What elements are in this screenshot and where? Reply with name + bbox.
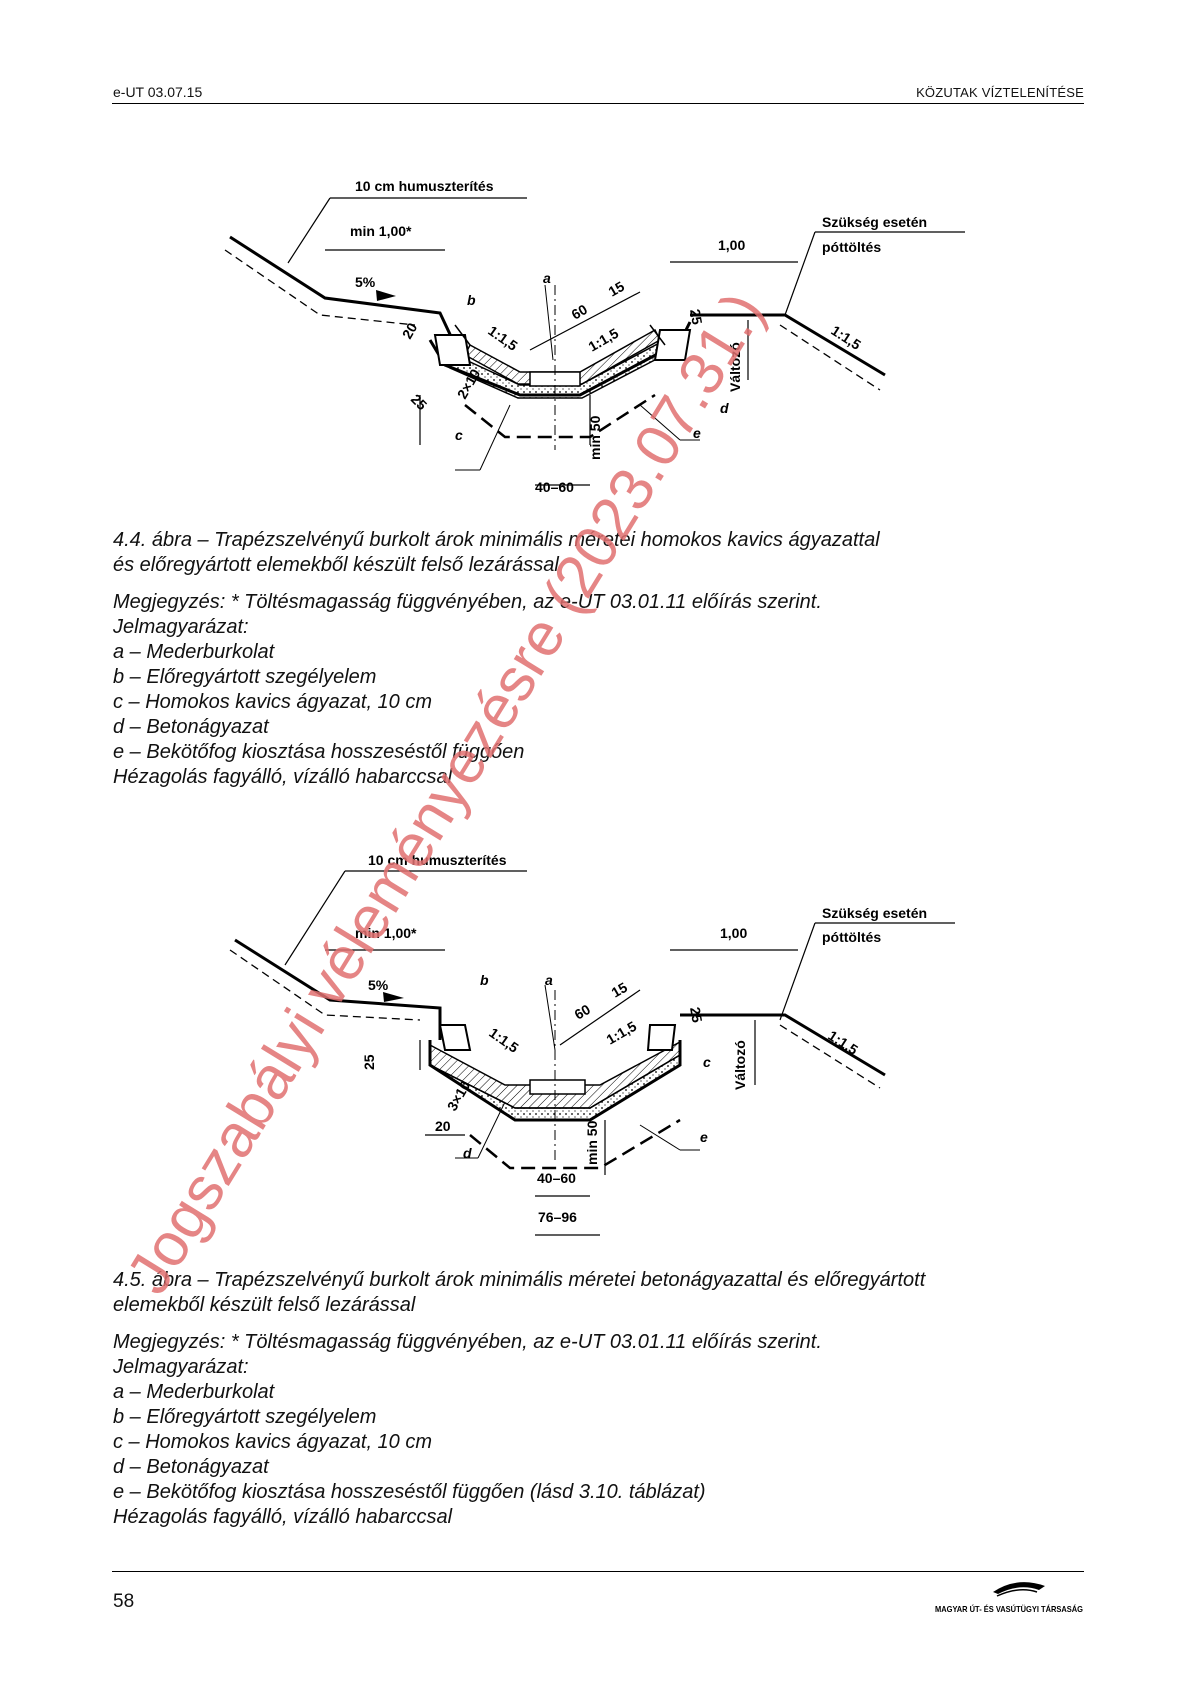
dim-25b-1: 25 [687, 308, 705, 326]
figure-4-5-drawing: 10 cm humuszterítés min 1,00* Szükség es… [229, 852, 955, 1236]
connecting-tooth [469, 1118, 681, 1170]
ditch-bottom-slab [529, 1079, 586, 1095]
curb-element-left [438, 1024, 472, 1051]
slope-percent-label-1: 5% [355, 274, 376, 290]
dim-25-2: 25 [361, 1054, 377, 1070]
note-1-joint: Hézagolás fagyálló, vízálló habarccsal [113, 766, 453, 788]
note-2-remark: Megjegyzés: * Töltésmagasság függvényébe… [113, 1331, 822, 1353]
header-divider [112, 103, 1084, 104]
leader-e-2: e [700, 1129, 708, 1145]
leader-d-1: d [720, 400, 729, 416]
note-1-legend-d: d – Betonágyazat [113, 716, 269, 738]
valtozo-label-1: Változó [727, 342, 743, 392]
ground-dashed-right [779, 324, 881, 391]
leader-c-2: c [703, 1054, 711, 1070]
ratio-mid-1: 1:1,5 [586, 325, 622, 355]
curb-element-right [653, 329, 692, 361]
dim-15-2: 15 [609, 979, 631, 1001]
leader-c-1: c [455, 427, 463, 443]
humus-label-1: 10 cm humuszterítés [355, 178, 494, 194]
caption-2-line-2: elemekből készült felső lezárással [113, 1294, 416, 1316]
dim-4060-2: 40–60 [537, 1170, 576, 1186]
note-2-joint: Hézagolás fagyálló, vízálló habarccsal [113, 1506, 453, 1528]
dim-25b-2: 25 [687, 1006, 705, 1024]
figure-4-4-notes: Megjegyzés: * Töltésmagasság függvényébe… [113, 590, 822, 790]
curb-element-right [646, 1024, 677, 1051]
leader-d-2: d [463, 1145, 472, 1161]
page-number: 58 [113, 1591, 135, 1612]
dim-25-1: 25 [408, 391, 430, 413]
note-1-legend-title: Jelmagyarázat: [113, 616, 249, 638]
ratio-right-1: 1:1,5 [828, 322, 864, 353]
figure-4-5-caption: 4.5. ábra – Trapézszelvényű burkolt árok… [113, 1268, 925, 1318]
dim-20-1: 20 [399, 320, 421, 342]
note-1-legend-b: b – Előregyártott szegélyelem [113, 666, 377, 688]
min-width-label-1: min 1,00* [350, 223, 412, 239]
need-label-1a: Szükség esetén [822, 214, 927, 230]
ratio-left-2: 1:1,5 [486, 1024, 521, 1056]
leader-b-1: b [467, 292, 476, 308]
ground-dashed-right [779, 1024, 881, 1089]
valtozo-label-2: Változó [732, 1040, 748, 1090]
leader-b-2: b [480, 972, 489, 988]
leader-a-1: a [543, 270, 551, 286]
caption-2-line-1: 4.5. ábra – Trapézszelvényű burkolt árok… [113, 1269, 926, 1291]
figure-4-4-drawing: 10 cm humuszterítés min 1,00* Szükség es… [224, 178, 965, 495]
right-width-label-1: 1,00 [718, 237, 745, 253]
humus-label-2: 10 cm humuszterítés [368, 852, 507, 868]
dim-4060-1: 40–60 [535, 479, 574, 495]
note-2-legend-title: Jelmagyarázat: [113, 1356, 249, 1378]
note-2-legend-b: b – Előregyártott szegélyelem [113, 1406, 377, 1428]
leader-e-1: e [693, 425, 701, 441]
slope-percent-label-2: 5% [368, 977, 389, 993]
publisher-name: MAGYAR ÚT- ÉS VASÚTÜGYI TÁRSASÁG [935, 1603, 1083, 1614]
note-2-legend-d: d – Betonágyazat [113, 1456, 269, 1478]
dim-15-1: 15 [606, 278, 628, 300]
section-title: KÖZUTAK VÍZTELENÍTÉSE [916, 85, 1084, 100]
need-label-2b: póttöltés [822, 929, 881, 945]
right-width-label-2: 1,00 [720, 925, 747, 941]
ratio-mid-2: 1:1,5 [604, 1018, 640, 1048]
caption-1-line-2: és előregyártott elemekből készült felső… [113, 554, 559, 576]
note-1-remark: Megjegyzés: * Töltésmagasság függvényébe… [113, 591, 822, 613]
curb-element-left [433, 334, 472, 366]
note-1-legend-e: e – Bekötőfog kiosztása hosszeséstől füg… [113, 741, 525, 763]
dim-20-2: 20 [435, 1118, 451, 1134]
figure-4-4-caption: 4.4. ábra – Trapézszelvényű burkolt árok… [113, 528, 880, 578]
document-code: e-UT 03.07.15 [113, 84, 203, 100]
caption-1-line-1: 4.4. ábra – Trapézszelvényű burkolt árok… [113, 529, 880, 551]
dim-min50-2: min 50 [584, 1120, 600, 1165]
note-1-legend-a: a – Mederburkolat [113, 641, 275, 663]
dim-7696-2: 76–96 [538, 1209, 577, 1225]
min-width-label-2: min 1,00* [355, 925, 417, 941]
publisher-logo: MAGYAR ÚT- ÉS VASÚTÜGYI TÁRSASÁG [935, 1582, 1083, 1614]
leader-a-2: a [545, 972, 553, 988]
ratio-left-1: 1:1,5 [485, 322, 520, 354]
ground-dashed-left [224, 249, 416, 326]
ground-line-left [229, 235, 457, 346]
need-label-1b: póttöltés [822, 239, 881, 255]
note-2-legend-c: c – Homokos kavics ágyazat, 10 cm [113, 1431, 433, 1453]
ground-line-right [680, 1013, 886, 1077]
dim-min50-1: min 50 [587, 415, 603, 460]
ground-dashed-left [229, 949, 421, 1021]
note-2-legend-a: a – Mederburkolat [113, 1381, 275, 1403]
note-2-legend-e: e – Bekötőfog kiosztása hosszeséstől füg… [113, 1481, 706, 1503]
need-label-2a: Szükség esetén [822, 905, 927, 921]
dim-60-1: 60 [569, 301, 591, 323]
ratio-right-2: 1:1,5 [825, 1027, 861, 1058]
figure-4-5-notes: Megjegyzés: * Töltésmagasság függvényébe… [113, 1330, 822, 1530]
note-1-legend-c: c – Homokos kavics ágyazat, 10 cm [113, 691, 433, 713]
ground-line-left [234, 938, 442, 1040]
dim-60-2: 60 [572, 1001, 594, 1023]
footer-divider [112, 1571, 1084, 1572]
connecting-tooth [464, 393, 656, 439]
